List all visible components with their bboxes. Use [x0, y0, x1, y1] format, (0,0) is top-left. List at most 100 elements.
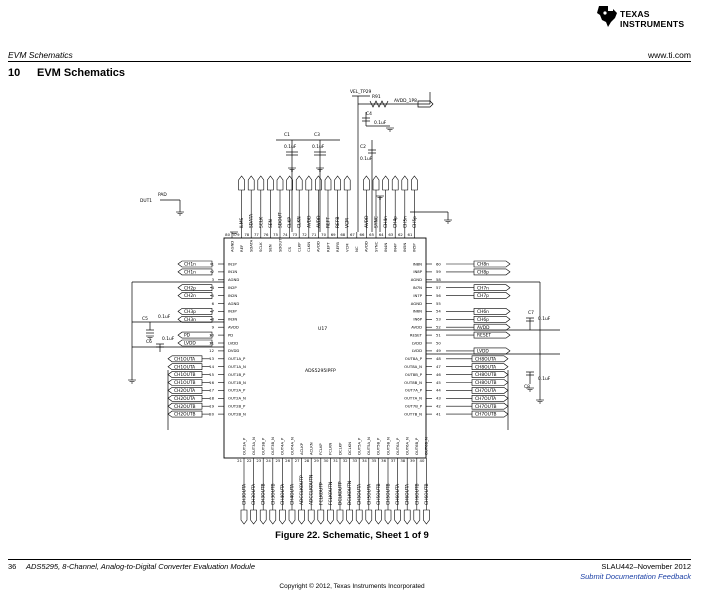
left-pin-name: IN3N: [228, 317, 237, 322]
left-pin-name: AVDD: [228, 325, 239, 330]
bottom-port-flag: [346, 509, 353, 525]
bottom-pin-name: DCLKP: [337, 442, 342, 455]
right-port-label: CH8OUTB: [475, 372, 497, 378]
top-port-flag: [305, 175, 313, 191]
bottom-port-label: DCLKOUTN: [347, 481, 353, 505]
bottom-port-label: FCLKOUTN: [328, 482, 334, 505]
top-pin-name: REFB: [335, 242, 340, 252]
top-port-label: SCLK: [258, 217, 264, 228]
right-port-label: AVDD: [477, 325, 490, 331]
ground-icon: [376, 195, 384, 200]
submit-feedback-link[interactable]: Submit Documentation Feedback: [580, 572, 691, 581]
cap-top-c4-value: 0.1uF: [374, 120, 387, 126]
left-pin-number: 14: [209, 364, 214, 369]
left-port-label: CH3n: [184, 317, 196, 323]
cap-right-c7-value: 0.1uF: [538, 316, 551, 322]
right-pin-name: IN8P: [413, 269, 422, 274]
top-pin-number: 61: [408, 232, 413, 237]
bottom-port-flag: [365, 509, 373, 525]
left-pin-number: 17: [209, 388, 214, 393]
bottom-port-flag: [375, 509, 382, 525]
cap-left-c5: C5: [142, 316, 148, 322]
right-port-label: CH8OUTA: [475, 364, 496, 370]
bottom-pin-name: OUT6B_N: [424, 437, 429, 455]
bottom-pin-number: 23: [256, 458, 261, 463]
top-port-label: AVDD: [316, 215, 322, 228]
top-port-flag: [238, 175, 245, 191]
top-pin-number: 67: [350, 232, 355, 237]
figure-caption: Figure 22. Schematic, Sheet 1 of 9: [275, 530, 429, 541]
left-pin-number: 20: [209, 411, 214, 416]
top-port-label: SDATA: [249, 214, 255, 228]
top-pin-group: 80AGND79REFILMS78SDATASDATA77SCLKSCLK76S…: [225, 175, 418, 252]
left-port-label: CH2n: [184, 293, 196, 299]
right-port-flag: [473, 323, 511, 331]
left-port-label: CH1OUTA: [174, 356, 195, 362]
bottom-pin-number: 35: [372, 458, 377, 463]
bottom-pin-number: 37: [391, 458, 396, 463]
top-pin-number: 62: [398, 232, 403, 237]
cap-left-c6-value: 0.1uF: [162, 336, 175, 342]
schematic-drawing: U17 ADS5295IPFP VEL_TP29 R91 AVDD_1P8 DU…: [128, 89, 560, 525]
right-pin-number: 45: [436, 380, 441, 385]
right-pin-name: AGND: [411, 301, 422, 306]
top-pin-name: CS: [287, 246, 292, 252]
footer-doc-title: ADS5295, 8-Channel, Analog-to-Digital Co…: [26, 562, 256, 571]
cap-right-c8: C8: [524, 384, 530, 390]
top-port-label: CH5n: [402, 216, 408, 228]
cap-top-c2: C2: [360, 144, 366, 150]
logo-word-instruments: INSTRUMENTS: [620, 19, 685, 29]
bottom-port-label: CH5OUTA: [357, 484, 363, 505]
supply-network: [276, 92, 449, 232]
top-pin-name: SDATA: [249, 239, 254, 252]
bottom-port-flag: [288, 509, 296, 525]
top-pin-name: SDOUT: [277, 238, 282, 252]
top-port-flag: [391, 175, 399, 191]
ground-icon: [128, 379, 136, 384]
bottom-port-flag: [384, 509, 392, 525]
page-number: 36: [8, 562, 17, 571]
top-pin-name: AVDD: [316, 241, 321, 252]
bottom-port-label: CH5OUTB: [376, 483, 382, 505]
cap-left-c5-value: 0.1uF: [158, 314, 171, 320]
top-pin-name: AVDD: [364, 241, 369, 252]
top-pin-number: 79: [235, 232, 240, 237]
bottom-pin-name: OUT5A_N: [366, 437, 371, 455]
section-title: EVM Schematics: [37, 67, 126, 79]
bottom-port-label: FCLKOUTP: [318, 482, 324, 505]
top-port-label: REFB: [335, 217, 341, 228]
right-port-flag: [473, 308, 511, 315]
ground-icon: [526, 387, 534, 392]
footer-rule: [8, 559, 691, 560]
bottom-pin-number: 29: [314, 458, 319, 463]
left-port-label: CH2OUTB: [174, 412, 196, 418]
right-port-flag: [471, 410, 509, 418]
logo-wordmark: TEXAS INSTRUMENTS: [620, 9, 684, 29]
right-pin-number: 52: [436, 325, 441, 330]
top-pin-number: 74: [283, 232, 288, 237]
ground-icon: [146, 335, 154, 340]
top-port-flag: [276, 175, 284, 191]
bottom-pin-name: ACLKN: [309, 442, 314, 455]
top-port-label: CH5p: [412, 216, 418, 228]
left-pin-number: 12: [209, 348, 214, 353]
top-port-label: REFT: [326, 217, 332, 228]
right-pin-number: 59: [436, 269, 441, 274]
ground-icon: [176, 211, 184, 216]
dut-test-point: [160, 199, 181, 212]
chip-body: [223, 237, 427, 459]
top-port-flag: [315, 175, 322, 191]
right-port-flag: [473, 331, 511, 339]
left-pin-name: OUT1A_N: [228, 364, 246, 369]
top-port-label: CLKN: [297, 216, 303, 228]
bottom-port-flag: [279, 509, 286, 525]
bottom-port-flag: [403, 509, 411, 525]
bottom-pin-group: 21OUT3A_PCH3OUTA22OUT3A_NCH3OUTA23OUT3B_…: [237, 437, 430, 525]
left-pin-name: DVDD: [228, 348, 239, 353]
right-pin-number: 49: [436, 348, 441, 353]
right-pin-name: OUT8A_P: [405, 356, 423, 361]
right-pin-number: 55: [436, 301, 441, 306]
bottom-pin-number: 39: [410, 458, 415, 463]
top-pin-number: 78: [244, 232, 249, 237]
top-port-flag: [247, 175, 255, 191]
